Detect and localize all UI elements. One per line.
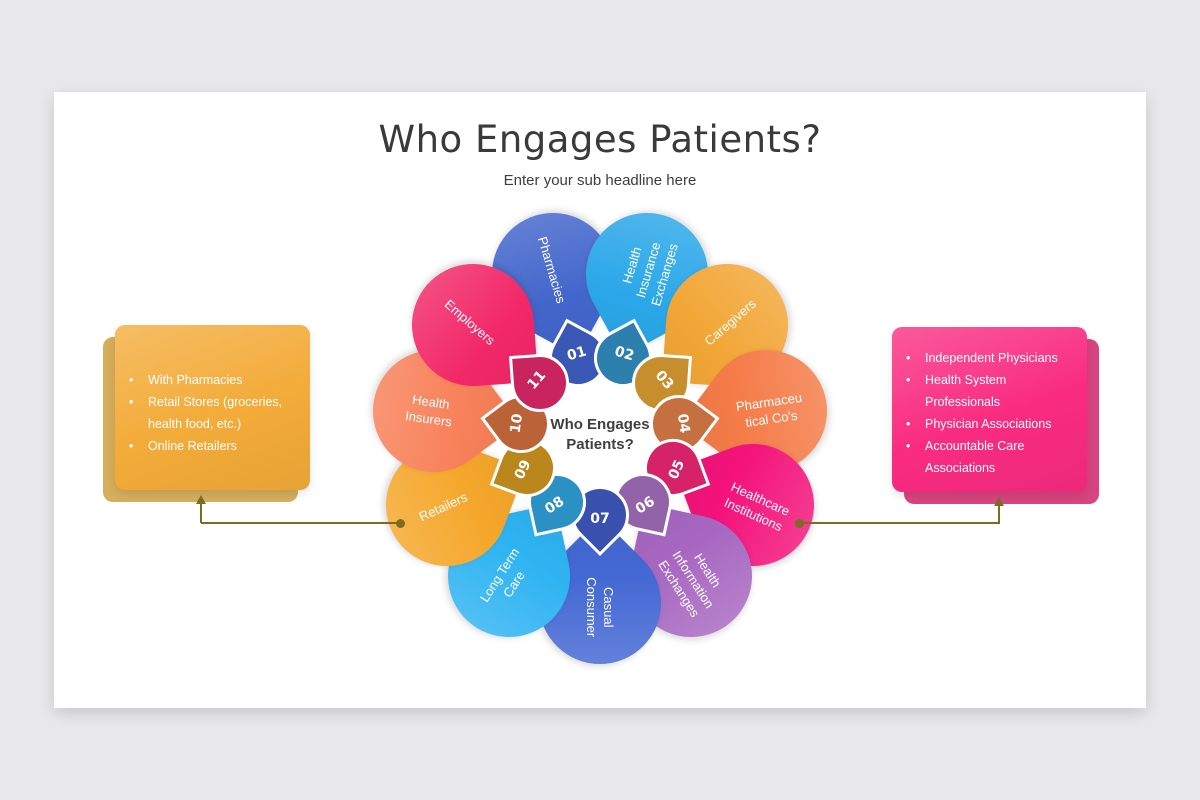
number-label-07: 07 [590, 511, 610, 528]
number-label-02: 02 [612, 343, 636, 365]
petal-label-pharmaceutical-cos: Pharmaceu tical Co's [735, 389, 804, 431]
list-item: Online Retailers [115, 435, 310, 457]
right-callout-box: Independent Physicians Health System Pro… [892, 327, 1087, 492]
list-item: With Pharmacies [115, 369, 310, 391]
number-label-05: 05 [665, 457, 688, 483]
number-label-09: 09 [511, 457, 535, 483]
petal-label-casual-consumer: Casual Consumer [584, 577, 616, 638]
left-callout-box: With Pharmacies Retail Stores (groceries… [115, 325, 310, 490]
left-callout-list: With Pharmacies Retail Stores (groceries… [115, 369, 310, 457]
left-connector-vline [200, 503, 202, 523]
right-connector-dot [794, 518, 804, 528]
page-subtitle: Enter your sub headline here [503, 172, 697, 189]
right-connector-hline [799, 522, 1000, 524]
list-item: Physician Associations [892, 413, 1087, 435]
number-label-10: 10 [507, 412, 526, 434]
number-label-11: 11 [523, 367, 549, 393]
left-connector-arrow-icon [196, 495, 206, 504]
left-connector-dot [395, 518, 405, 528]
list-item: Retail Stores (groceries, health food, e… [115, 391, 310, 435]
list-item: Health System Professionals [892, 369, 1087, 413]
center-label: Who Engages Patients? [550, 416, 650, 453]
number-label-04: 04 [674, 412, 693, 434]
number-label-03: 03 [651, 367, 677, 393]
petal-label-employers: Employers [441, 296, 498, 348]
slide-canvas: Who Engages Patients? Enter your sub hea… [54, 92, 1146, 708]
petal-label-pharmacies: Pharmacies [534, 234, 569, 305]
right-connector-arrow-icon [994, 497, 1004, 506]
right-connector-vline [998, 505, 1000, 523]
left-connector-hline [201, 522, 400, 524]
list-item: Independent Physicians [892, 347, 1087, 369]
right-callout-list: Independent Physicians Health System Pro… [892, 347, 1087, 479]
number-label-06: 06 [632, 493, 658, 518]
number-label-01: 01 [564, 343, 588, 365]
petal-label-health-information-exchanges: Health Information Exchanges [655, 548, 724, 621]
petal-label-retailers: Retailers [416, 489, 470, 525]
petal-label-caregivers: Caregivers [701, 295, 759, 349]
list-item: Accountable Care Associations [892, 435, 1087, 479]
number-label-08: 08 [541, 493, 568, 518]
page-title: Who Engages Patients? [378, 118, 822, 161]
petal-label-health-insurers: Health Insurers [403, 391, 453, 430]
